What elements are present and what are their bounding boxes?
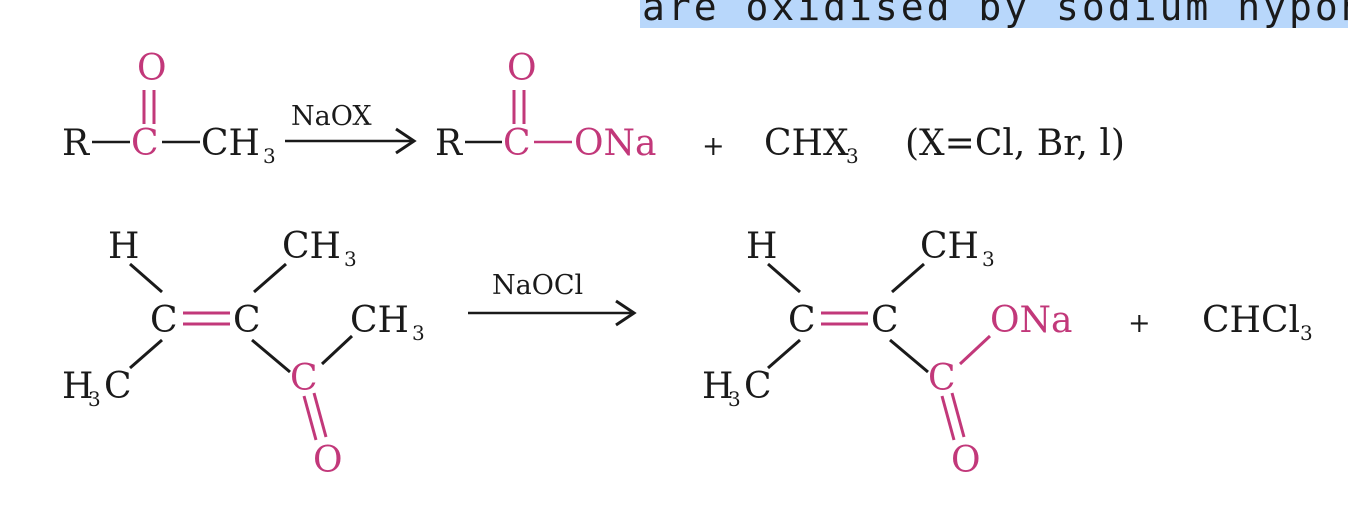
r2-reactant-ch3-right: CH	[350, 300, 409, 341]
r2-reactant-ch3-right-subscript: 3	[412, 321, 425, 345]
r2-reactant-h: H	[108, 226, 139, 267]
r2-reactant-ch3-top: CH	[282, 226, 341, 267]
r1-ketone-oxygen: O	[137, 48, 167, 89]
r2-product-carbonyl-o: O	[951, 440, 981, 481]
reaction-2-arrow: NaOCl	[468, 270, 637, 327]
r1-haloform: CHX	[764, 123, 849, 164]
r2-plus: +	[1128, 308, 1151, 339]
r2-product-h3c-c: C	[744, 366, 772, 407]
r2-reactant-ch3-top-subscript: 3	[344, 247, 357, 271]
r1-product-ona: ONa	[574, 123, 656, 164]
r2-product-carbonyl-c: C	[928, 358, 956, 399]
r2-product-ona: ONa	[990, 300, 1072, 341]
r2-reactant-bond-c2-ch3	[253, 262, 287, 294]
r2-reactant-carbonyl-c: C	[290, 358, 318, 399]
r2-product-bond-c1-h3c	[767, 338, 801, 370]
r2-reactant-co-double-b	[312, 392, 328, 438]
r2-product-c2: C	[871, 300, 899, 341]
r2-product-h3c-subscript: 3	[728, 387, 741, 411]
r2-reactant-bond-c1-h3c	[129, 338, 163, 370]
r2-reagent: NaOCl	[492, 270, 583, 301]
reaction-1: O R C CH 3 NaOX O R C ONa + CHX 3 (X=Cl,…	[62, 48, 1125, 168]
r2-product-ch3-top: CH	[920, 226, 979, 267]
r1-arrow-head	[395, 127, 417, 155]
r2-chloroform: CHCl	[1202, 300, 1300, 341]
r1-ketone-carbon: C	[131, 123, 159, 164]
r2-product-co-double-b	[950, 392, 966, 438]
r2-product-ch3-top-subscript: 3	[982, 247, 995, 271]
r2-product-bond-h-c1	[767, 262, 801, 294]
r1-product-oxygen: O	[507, 48, 537, 89]
r2-product-h: H	[746, 226, 777, 267]
r1-r-group: R	[62, 123, 90, 164]
r1-methyl-subscript: 3	[263, 144, 276, 168]
r1-plus: +	[702, 131, 725, 162]
r2-reactant-bond-carbonyl-ch3	[320, 334, 354, 366]
r1-haloform-subscript: 3	[846, 144, 859, 168]
r2-reactant-c1: C	[150, 300, 178, 341]
header-highlight	[640, 0, 1348, 28]
r2-product-bond-carbonyl-ona	[958, 334, 992, 366]
r2-product-co-double-a	[940, 395, 956, 441]
r2-product-h3c-h: H	[702, 366, 733, 407]
r2-chloroform-subscript: 3	[1300, 321, 1313, 345]
header-text: are oxidised by sodium hypoha	[642, 0, 1348, 29]
r1-halogen-note: (X=Cl, Br, l)	[905, 123, 1125, 164]
r2-reactant-co-double-a	[302, 395, 318, 441]
r2-product-c1: C	[788, 300, 816, 341]
r1-product-r-group: R	[435, 123, 463, 164]
reaction-2-product: H CH 3 C C H 3 C C ONa O + CHCl 3	[702, 226, 1313, 481]
r1-reagent: NaOX	[291, 101, 372, 132]
r2-arrow-head	[615, 299, 637, 327]
r2-reactant-h3c-subscript: 3	[88, 387, 101, 411]
r2-product-bond-c2-carbonyl	[889, 338, 929, 374]
r2-reactant-bond-h-c1	[129, 262, 163, 294]
r2-reactant-c2: C	[233, 300, 261, 341]
r2-reactant-h3c-c: C	[104, 366, 132, 407]
r1-product-carbon: C	[503, 123, 531, 164]
r2-product-bond-c2-ch3	[891, 262, 925, 294]
r2-reactant-carbonyl-o: O	[313, 440, 343, 481]
r1-methyl: CH	[201, 123, 260, 164]
reaction-2-reactant: H CH 3 C C H 3 C C CH 3 O	[62, 226, 425, 481]
r2-reactant-bond-c2-carbonyl	[251, 338, 291, 374]
r2-reactant-h3c-h: H	[62, 366, 93, 407]
